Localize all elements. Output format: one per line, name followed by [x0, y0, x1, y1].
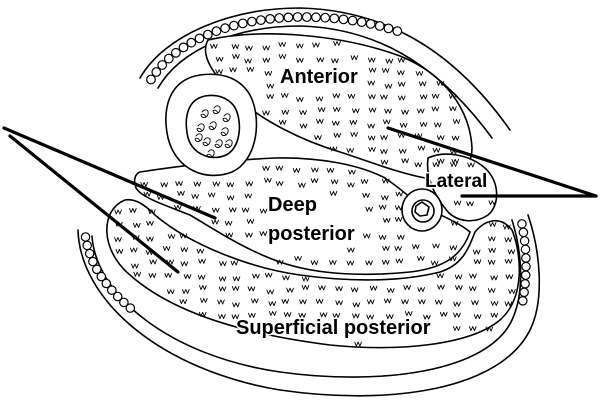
skin-bead	[125, 303, 136, 313]
skin-bead	[80, 232, 91, 242]
skin-bead	[374, 21, 385, 31]
skin-bead	[186, 37, 197, 48]
skin-bead	[211, 26, 222, 37]
skin-bead	[520, 270, 531, 280]
skin-bead	[338, 14, 349, 25]
skin-bead	[520, 244, 531, 255]
skin-bead	[392, 26, 403, 36]
skin-bead	[265, 13, 276, 24]
skin-bead	[96, 271, 107, 282]
skin-bead	[112, 291, 123, 302]
skin-bead	[163, 53, 174, 64]
skin-bead	[517, 219, 527, 229]
skin-bead-rows	[80, 12, 531, 313]
skin-bead	[517, 295, 528, 306]
label-superficial-posterior: Superficial posterior	[236, 317, 431, 339]
skin-bead	[301, 12, 312, 22]
skin-bead	[178, 42, 189, 53]
outer-skin-bottom	[77, 214, 541, 397]
skin-bead	[356, 17, 367, 27]
skin-bead	[521, 253, 531, 263]
pointer-lines	[2, 126, 598, 274]
skin-bead	[82, 240, 92, 251]
label-deep-posterior-line1: Deep	[268, 194, 317, 216]
skin-bead	[228, 20, 239, 31]
skin-bead	[283, 12, 294, 23]
skin-bead	[347, 15, 358, 26]
skin-bead	[246, 16, 257, 27]
skin-bead	[365, 18, 376, 29]
skin-bead	[237, 18, 248, 29]
skin-bead	[521, 261, 531, 272]
skin-bead	[383, 23, 394, 34]
skin-bead	[146, 74, 156, 85]
pointer-left-to-deep-posterior	[2, 126, 217, 220]
skin-bead	[311, 12, 321, 23]
skin-bead	[88, 256, 98, 267]
muscle-texture	[114, 41, 516, 347]
label-anterior: Anterior	[280, 66, 358, 88]
skin-bead	[119, 297, 129, 308]
skin-bead	[292, 12, 303, 22]
skin-bead	[520, 278, 530, 289]
superficial-posterior-compartment	[106, 198, 521, 349]
skin-bead	[518, 227, 529, 238]
skin-bead	[256, 15, 266, 26]
skin-bead	[92, 264, 102, 275]
skin-bead	[320, 12, 331, 23]
skin-bead	[519, 236, 530, 246]
skin-bead	[151, 67, 162, 77]
skin-bead	[220, 23, 231, 34]
skin-bead	[84, 248, 95, 259]
skin-bead	[202, 29, 213, 40]
label-deep-posterior-line2: posterior	[268, 223, 355, 245]
label-lateral: Lateral	[425, 171, 487, 192]
tibia-bone	[165, 73, 258, 177]
skin-bead	[101, 278, 112, 289]
skin-bead	[329, 13, 340, 24]
skin-bead	[157, 60, 168, 70]
skin-bead	[274, 13, 285, 23]
pointer-right-to-anterior	[386, 126, 598, 198]
fibula-bone	[401, 188, 443, 232]
skin-bead	[194, 33, 205, 44]
skin-bead	[107, 285, 117, 295]
pointer-left-to-superficial-posterior	[8, 134, 180, 274]
skin-bead	[519, 287, 529, 298]
skin-bead	[170, 47, 181, 58]
